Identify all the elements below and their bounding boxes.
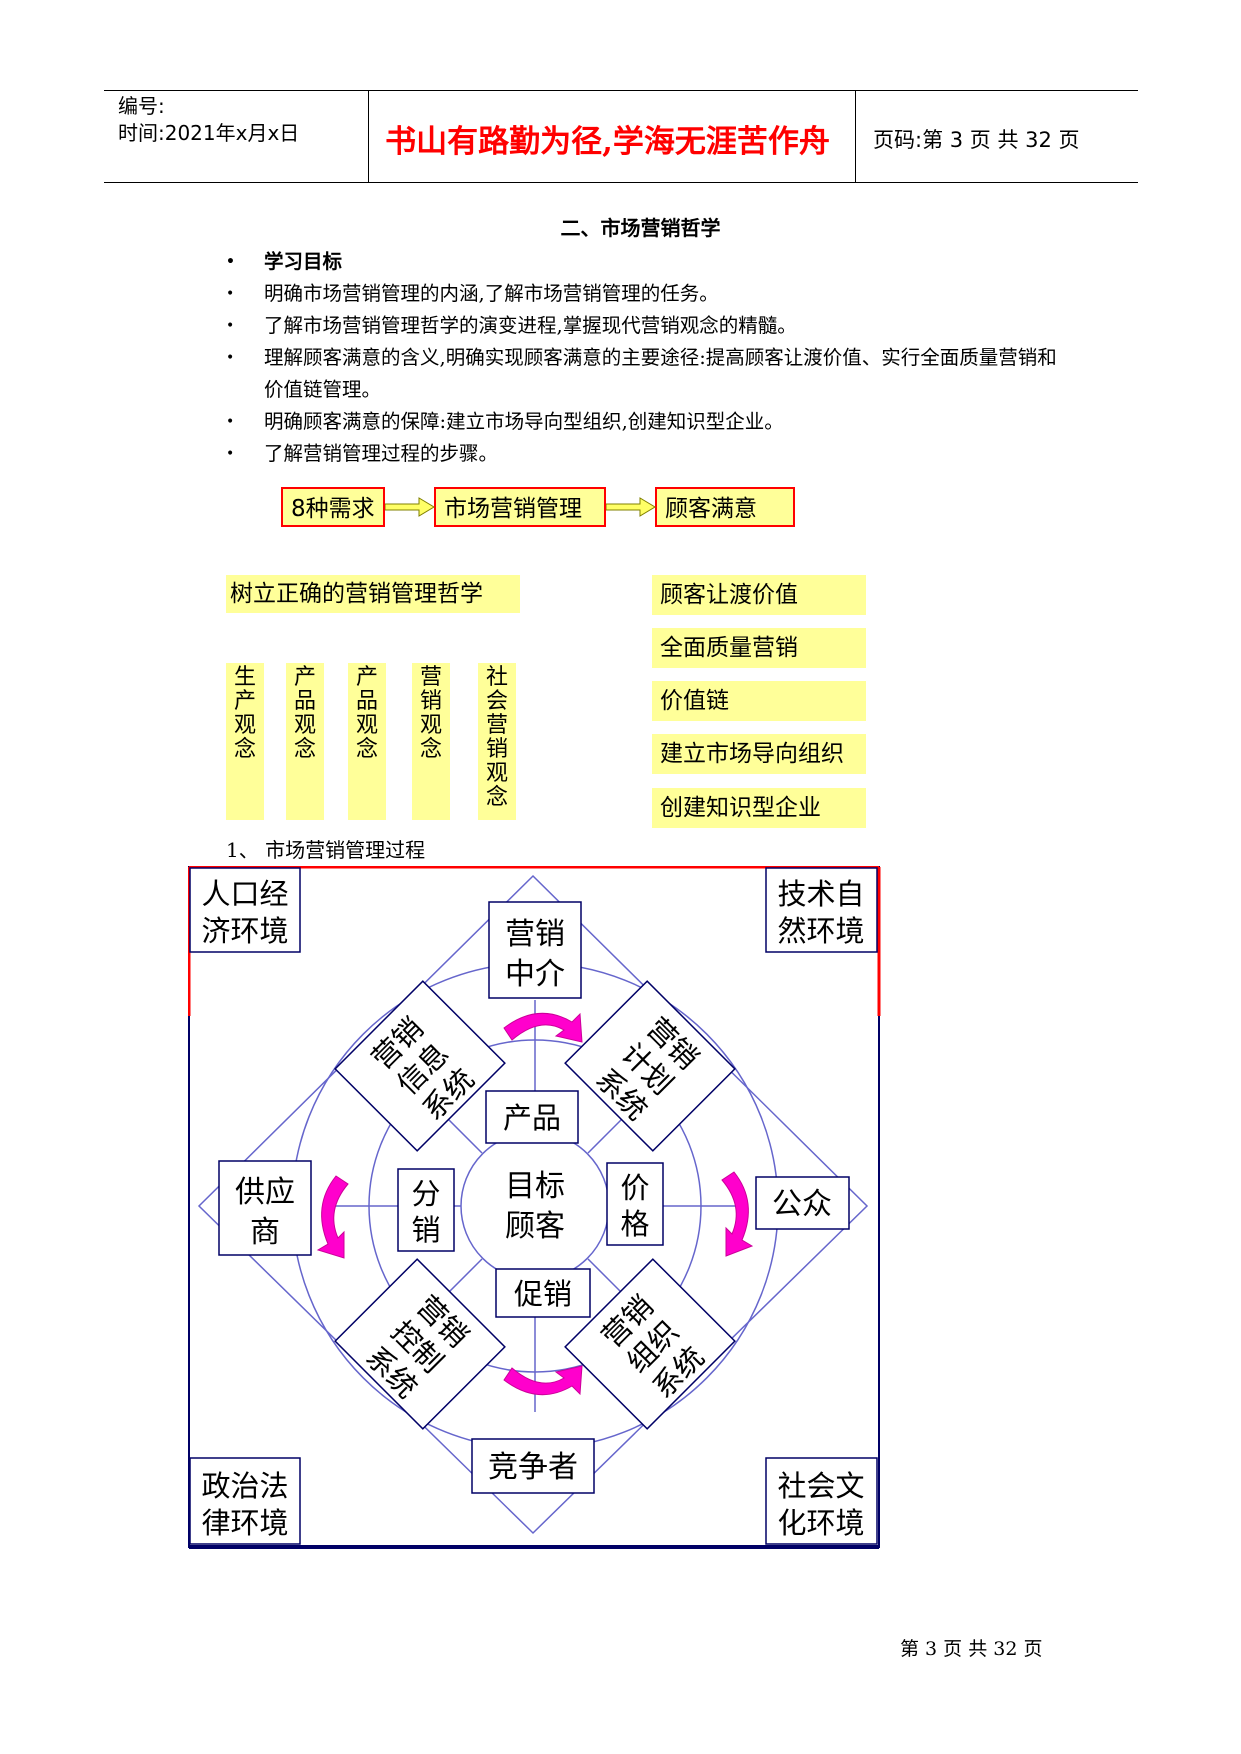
center-line2: 顾客: [505, 1209, 565, 1244]
arrow-top: [503, 1012, 583, 1043]
public-label: 公众: [772, 1187, 832, 1222]
corner-bl-line2: 律环境: [201, 1506, 288, 1540]
process-heading: 1、 市场营销管理过程: [226, 838, 426, 862]
concept-label: 生产观念: [234, 665, 257, 762]
corner-tr-line1: 技术自: [777, 877, 864, 911]
satisfaction-item: 建立市场导向组织: [652, 734, 866, 774]
concept-product-2: 产品观念: [348, 663, 386, 820]
box-promotion: [495, 1268, 591, 1318]
doc-number-label: 编号:: [118, 94, 165, 118]
header-divider-left: [368, 90, 369, 183]
objectives-list: 学习目标 明确市场营销管理的内涵,了解市场营销管理的任务。 了解市场营销管理哲学…: [226, 246, 1066, 470]
concept-label: 营销观念: [420, 665, 443, 762]
header-divider-right: [855, 90, 856, 183]
intermediaries-line2: 中介: [505, 957, 565, 992]
objective-item: 明确市场营销管理的内涵,了解市场营销管理的任务。: [226, 278, 1066, 310]
corner-box-br: [765, 1457, 878, 1545]
corner-br-line2: 化环境: [777, 1506, 864, 1540]
satisfaction-item: 创建知识型企业: [652, 788, 866, 828]
satisfaction-item: 全面质量营销: [652, 628, 866, 668]
arrow-right: [721, 1171, 754, 1257]
distribution-line1: 分: [411, 1177, 440, 1211]
suppliers-line2: 商: [250, 1215, 280, 1250]
box-distribution: [397, 1168, 455, 1252]
objective-item: 了解营销管理过程的步骤。: [226, 438, 1066, 470]
doc-time-label: 时间:2021年x月x日: [118, 121, 300, 145]
product-label: 产品: [503, 1101, 561, 1135]
price-line2: 格: [620, 1207, 649, 1241]
corner-box-tl: [189, 867, 301, 953]
concept-societal: 社会营销观念: [478, 663, 516, 820]
flow-box-needs: 8种需求: [281, 487, 385, 527]
objective-item: 理解顾客满意的含义,明确实现顾客满意的主要途径:提高顾客让渡价值、实行全面质量营…: [226, 342, 1066, 406]
concept-label: 产品观念: [294, 665, 317, 762]
box-suppliers: [218, 1160, 312, 1256]
concept-marketing: 营销观念: [412, 663, 450, 820]
section-title: 二、市场营销哲学: [560, 216, 721, 240]
objective-heading: 学习目标: [226, 246, 1066, 278]
corner-br-line1: 社会文: [777, 1469, 864, 1503]
header-page-info: 页码:第 3 页 共 32 页: [873, 128, 1080, 152]
concept-label: 产品观念: [356, 665, 379, 762]
box-competitors: [471, 1438, 595, 1494]
system-planning: 营销 计划 系统: [564, 980, 736, 1152]
concept-label: 社会营销观念: [486, 665, 509, 810]
corner-boxes: 人口经 济环境 技术自 然环境 政治法 律环境 社会文 化环境: [189, 867, 878, 1545]
box-intermediaries: [488, 901, 582, 999]
flow-arrow-2: [606, 497, 656, 517]
marketing-process-diagram: 人口经 济环境 技术自 然环境 政治法 律环境 社会文 化环境 营销 中介 供应…: [188, 866, 881, 1549]
competitors-label: 竞争者: [488, 1450, 578, 1485]
page-footer: 第 3 页 共 32 页: [900, 1638, 1043, 1660]
center-line1: 目标: [505, 1169, 565, 1204]
suppliers-line1: 供应: [235, 1175, 295, 1210]
intermediaries-line1: 营销: [505, 917, 565, 952]
corner-bl-line1: 政治法: [201, 1469, 288, 1503]
corner-tr-line2: 然环境: [777, 914, 864, 948]
concept-production: 生产观念: [226, 663, 264, 820]
price-line1: 价: [620, 1171, 649, 1205]
flow-arrow-1: [385, 497, 435, 517]
header-motto: 书山有路勤为径,学海无涯苦作舟: [385, 124, 830, 160]
box-product: [485, 1090, 579, 1144]
box-public: [755, 1176, 850, 1230]
outer-diamond: [197, 874, 869, 1535]
arrow-bottom: [503, 1365, 583, 1396]
promotion-label: 促销: [514, 1277, 572, 1311]
satisfaction-item: 顾客让渡价值: [652, 575, 866, 615]
header-top-rule: [104, 90, 1138, 91]
satisfaction-item: 价值链: [652, 681, 866, 721]
box-price: [606, 1162, 664, 1246]
objective-item: 明确顾客满意的保障:建立市场导向型组织,创建知识型企业。: [226, 406, 1066, 438]
flow-box-management: 市场营销管理: [434, 487, 606, 527]
corner-tl-line2: 济环境: [201, 914, 288, 948]
objective-item: 了解市场营销管理哲学的演变进程,掌握现代营销观念的精髓。: [226, 310, 1066, 342]
corner-box-tr: [765, 867, 878, 953]
corner-tl-line1: 人口经: [201, 877, 288, 911]
header-bottom-rule: [104, 182, 1138, 183]
corner-box-bl: [189, 1457, 301, 1545]
concept-product-1: 产品观念: [286, 663, 324, 820]
arrow-left: [316, 1175, 349, 1259]
distribution-line2: 销: [411, 1213, 440, 1247]
philosophy-title: 树立正确的营销管理哲学: [226, 575, 520, 613]
flow-box-satisfaction: 顾客满意: [655, 487, 795, 527]
